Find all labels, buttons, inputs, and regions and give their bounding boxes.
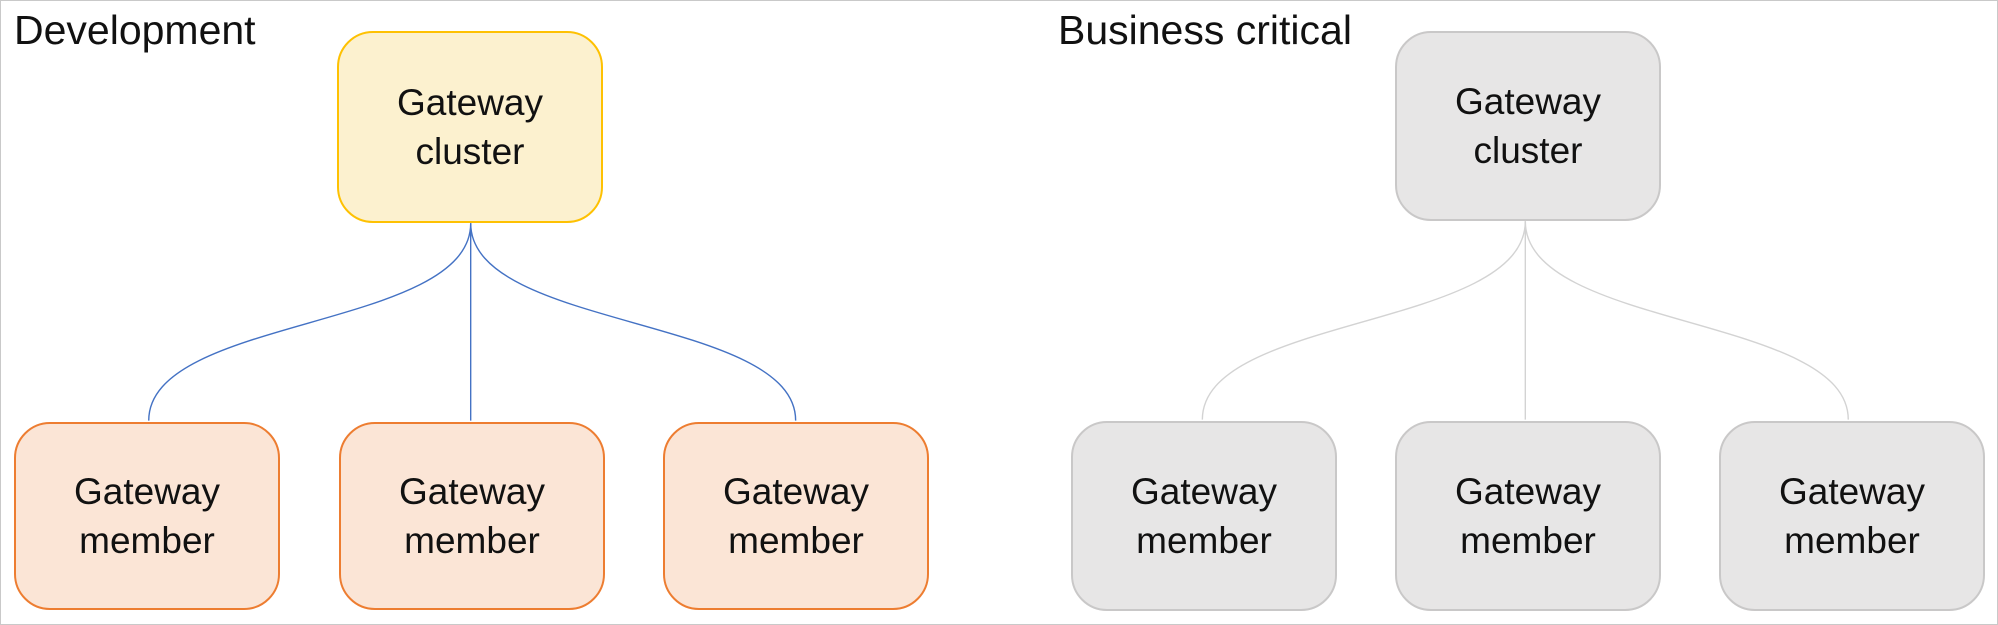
- business-critical-gateway-member-node-3: Gateway member: [1719, 421, 1985, 611]
- crit-connector-left: [1201, 221, 1527, 420]
- business-critical-gateway-cluster-node: Gateway cluster: [1395, 31, 1661, 221]
- node-label: Gateway member: [73, 470, 220, 561]
- development-gateway-member-node-1: Gateway member: [14, 422, 280, 610]
- node-label: Gateway member: [1454, 470, 1601, 561]
- node-label: Gateway member: [722, 470, 869, 561]
- node-label: Gateway cluster: [1454, 80, 1601, 171]
- node-label: Gateway cluster: [396, 81, 543, 172]
- business-critical-connectors: [1201, 221, 1849, 420]
- node-label: Gateway member: [398, 470, 545, 561]
- development-gateway-member-node-2: Gateway member: [339, 422, 605, 610]
- node-label: Gateway member: [1130, 470, 1277, 561]
- business-critical-title: Business critical: [1058, 7, 1352, 53]
- node-label: Gateway member: [1778, 470, 1925, 561]
- development-gateway-member-node-3: Gateway member: [663, 422, 929, 610]
- business-critical-gateway-member-node-2: Gateway member: [1395, 421, 1661, 611]
- dev-connector-left: [148, 223, 472, 421]
- development-connectors: [148, 223, 797, 421]
- crit-connector-right: [1524, 221, 1849, 420]
- dev-connector-right: [469, 223, 797, 421]
- development-title: Development: [14, 7, 256, 53]
- business-critical-gateway-member-node-1: Gateway member: [1071, 421, 1337, 611]
- development-gateway-cluster-node: Gateway cluster: [337, 31, 603, 223]
